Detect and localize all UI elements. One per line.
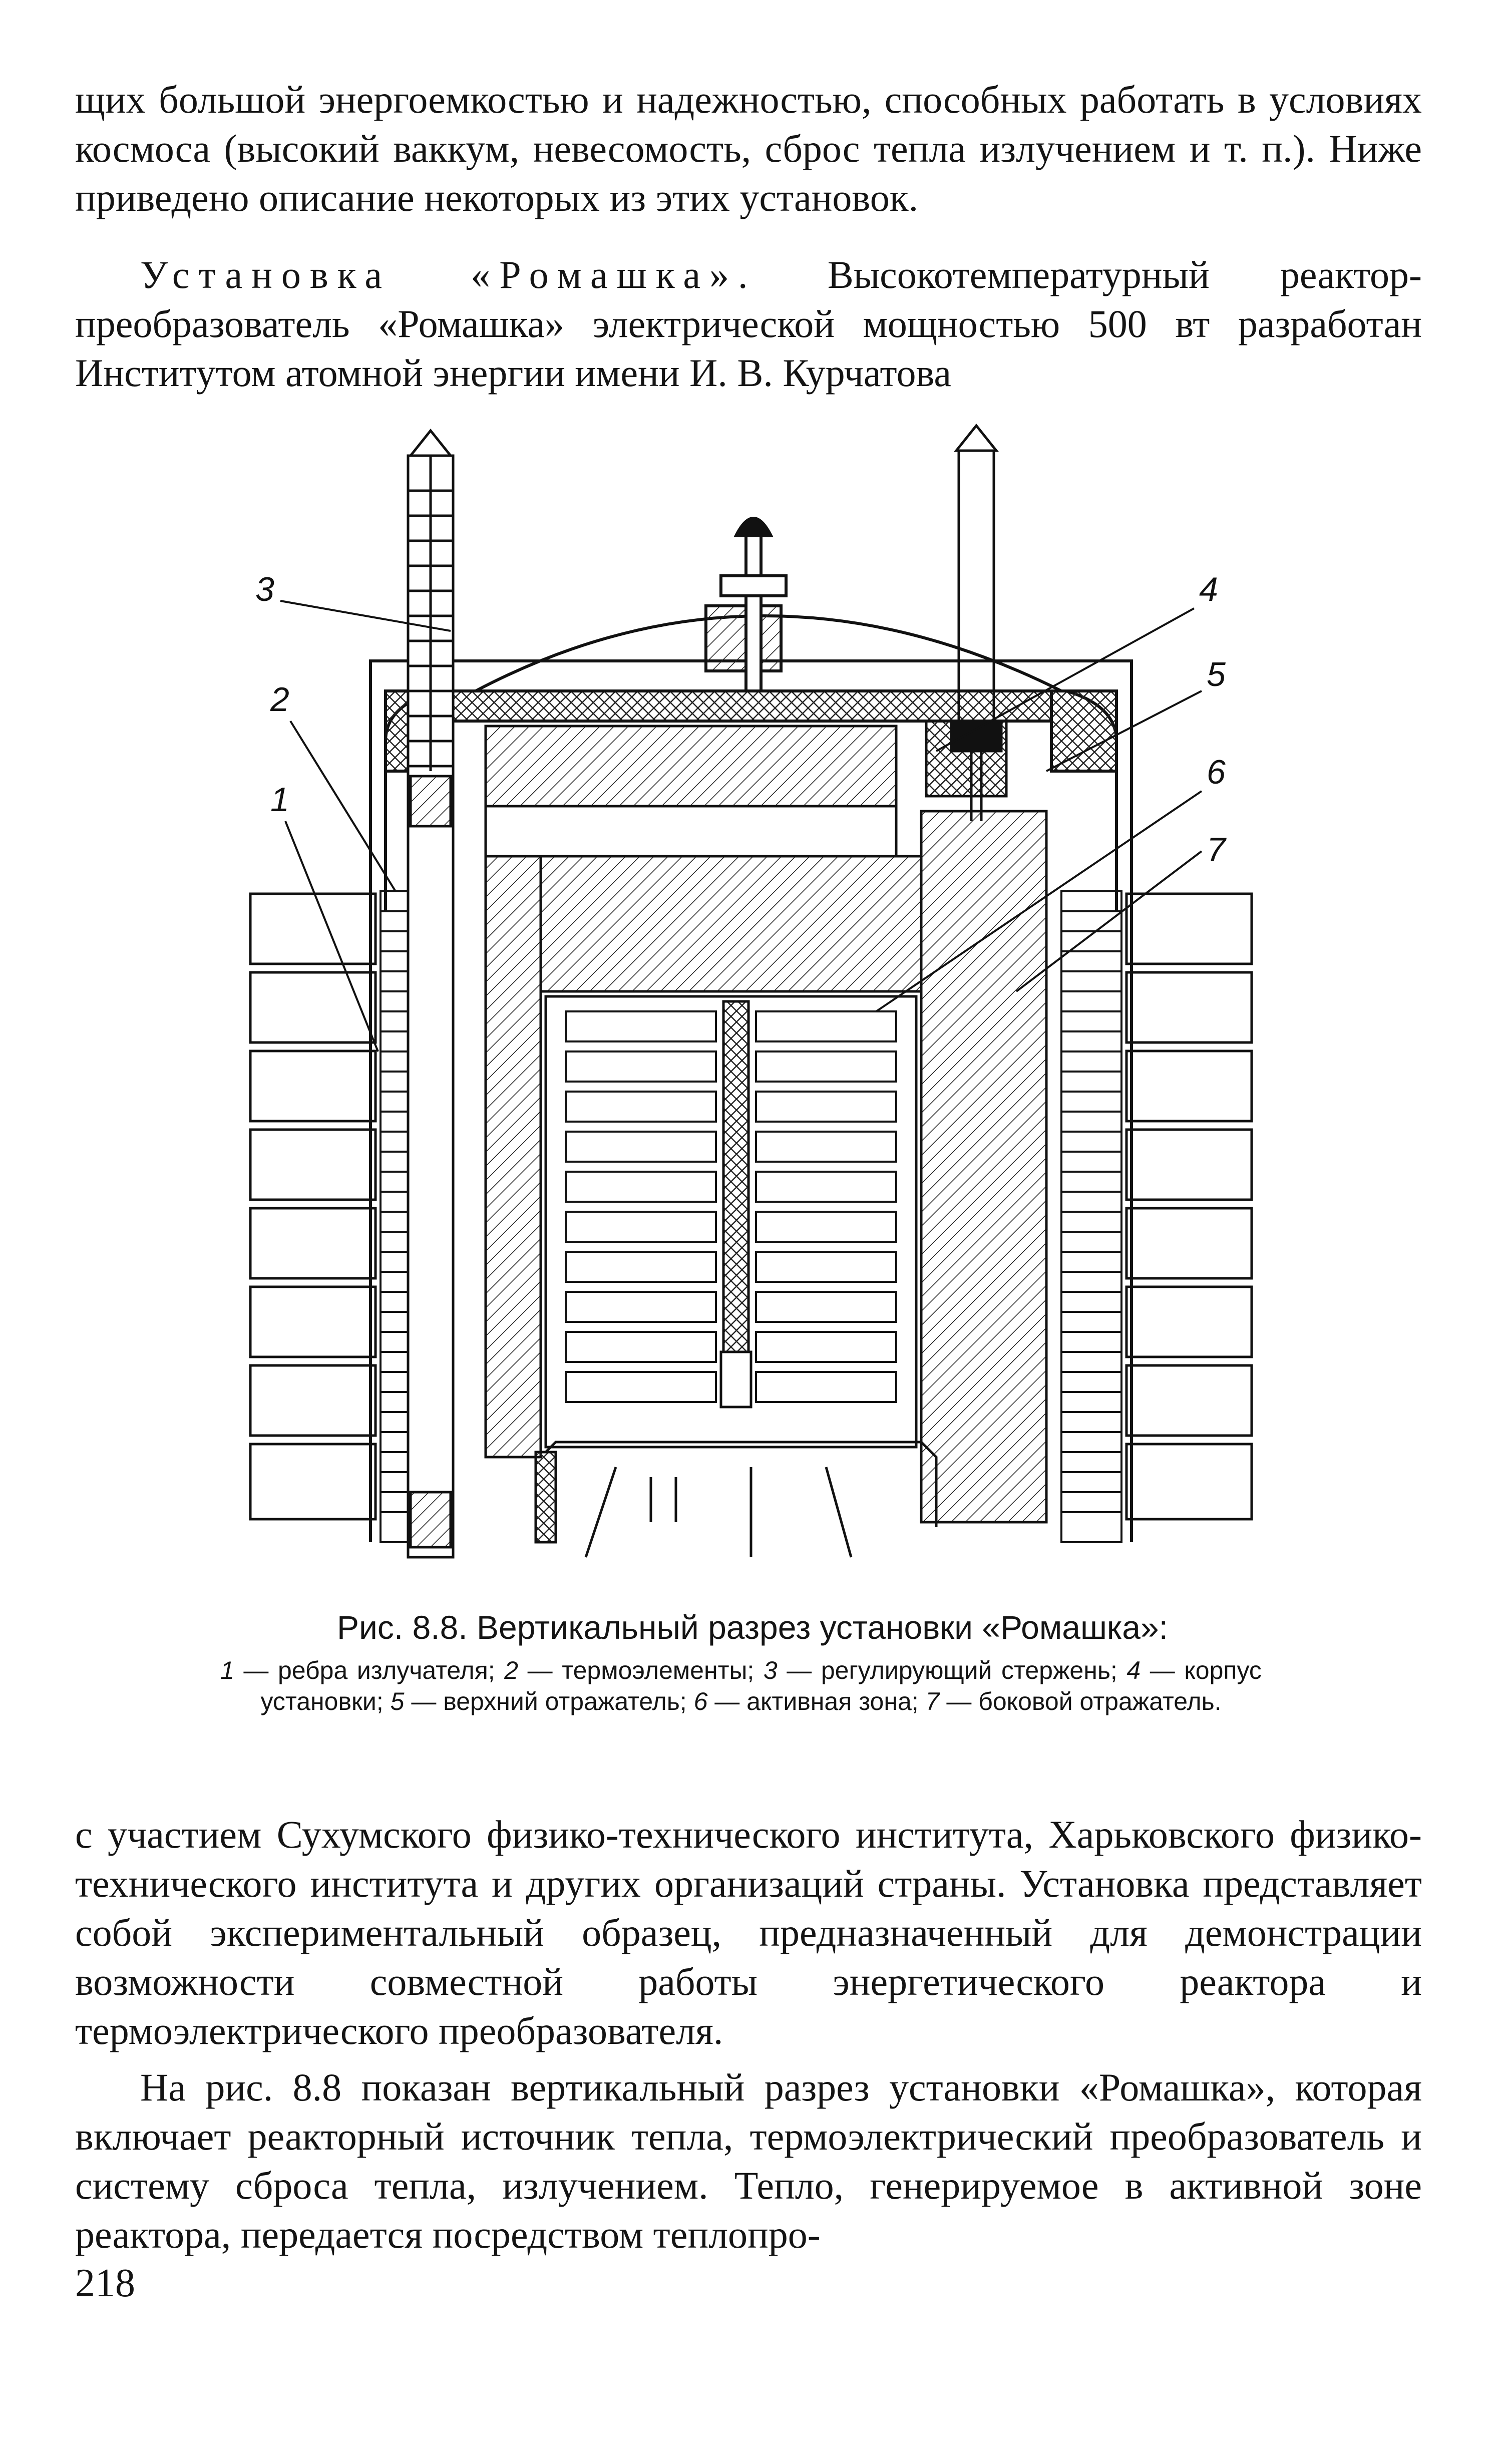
- legend-text: — термоэлементы;: [527, 1656, 755, 1684]
- legend-text: — активная зона;: [714, 1687, 919, 1715]
- legend-num: 1: [220, 1656, 234, 1684]
- side-reflector: [484, 810, 1048, 1524]
- legend-text: — верхний отражатель;: [411, 1687, 687, 1715]
- legend-text: — ребра излучателя;: [243, 1656, 495, 1684]
- paragraph-1: щих большой энергоемкостью и надежностью…: [75, 78, 1422, 219]
- callout-6: 6: [1207, 753, 1226, 791]
- leader-lines: [280, 600, 1203, 1052]
- legend-text: — корпус установки;: [260, 1656, 1262, 1715]
- figure-legend: 1 — ребра излучателя; 2 — термоэлементы;…: [220, 1655, 1262, 1717]
- callout-3: 3: [255, 570, 274, 608]
- legend-num: 4: [1126, 1656, 1141, 1684]
- upper-reflector: [484, 720, 1008, 858]
- callout-1: 1: [270, 781, 289, 819]
- core-support: [534, 1441, 938, 1558]
- paragraph-4: На рис. 8.8 показан вертикальный разрез …: [75, 2065, 1422, 2256]
- right-tube: [950, 423, 1003, 821]
- legend-text: — боковой отражатель.: [946, 1687, 1222, 1715]
- legend-num: 7: [925, 1687, 940, 1715]
- radiator-fins-left: [249, 892, 377, 1521]
- legend-num: 5: [390, 1687, 405, 1715]
- paragraph-2: Установка «Ромашка». Высокотемпературный…: [75, 250, 1422, 398]
- legend-num: 6: [693, 1687, 708, 1715]
- paragraph-2-text: Высокотемпературный реактор-преобразоват…: [75, 253, 1422, 395]
- legend-num: 3: [763, 1656, 778, 1684]
- page-number: 218: [75, 2261, 135, 2305]
- callout-2: 2: [270, 680, 289, 719]
- active-core: [544, 995, 918, 1449]
- callout-5: 5: [1207, 655, 1226, 693]
- section-heading: Установка «Ромашка».: [140, 253, 757, 296]
- top-dome: [475, 517, 1062, 692]
- radiator-fins-right: [1125, 892, 1253, 1521]
- reactor-section-figure: 3 2 1 4 5 6 7: [249, 423, 1253, 1559]
- legend-num: 2: [504, 1656, 519, 1684]
- figure-caption-title: Рис. 8.8. Вертикальный разрез установки …: [337, 1609, 1168, 1646]
- legend-text: — регулирующий стержень;: [787, 1656, 1117, 1684]
- control-rod: [407, 428, 455, 1559]
- paragraph-3: с участием Сухумского физико-техническог…: [75, 1813, 1422, 2052]
- callout-4: 4: [1199, 570, 1218, 608]
- callout-7: 7: [1207, 831, 1227, 869]
